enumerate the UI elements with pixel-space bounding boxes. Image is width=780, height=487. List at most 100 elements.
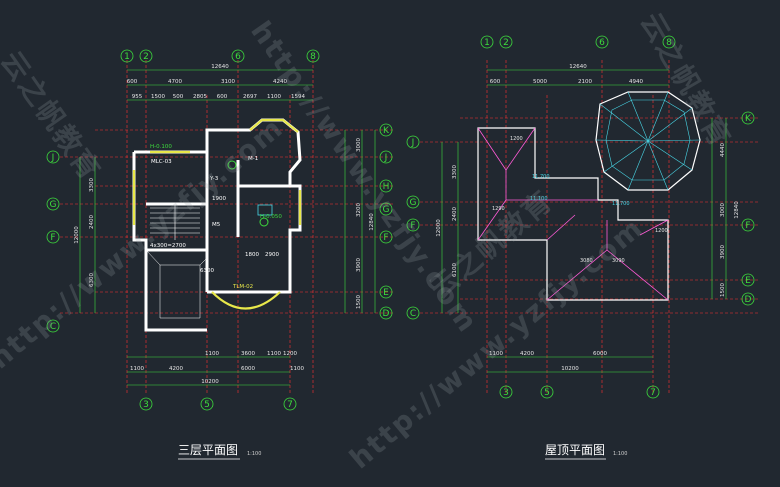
r-rdim-3: 3900 <box>720 245 726 259</box>
room-label-8: M-1 <box>248 156 258 162</box>
left-top3-h: 1594 <box>291 94 305 100</box>
r-bottom1-b: 4200 <box>520 351 534 357</box>
watermark-brand-3: 云之帆教育 <box>634 7 738 153</box>
left-plan-title: 三层平面图 <box>178 443 238 457</box>
left-top3-g: 1100 <box>267 94 281 100</box>
r-rdim-2: 3000 <box>720 203 726 217</box>
right-axis-top-4: 8 <box>666 38 672 48</box>
left-vdim-2: 2400 <box>89 215 95 229</box>
right-vdim-4: 1500 <box>356 295 362 309</box>
left-axis-bottom-3: 7 <box>287 400 293 410</box>
left-top3-d: 2805 <box>193 94 207 100</box>
left-top2-c: 3100 <box>221 79 235 85</box>
roof-label-2: 11.700 <box>532 174 550 180</box>
right-axis-right-1: K <box>745 114 752 124</box>
left-top3-c: 500 <box>173 94 184 100</box>
left-bottom2-b: 4200 <box>169 366 183 372</box>
room-label-1: MLC-03 <box>151 159 172 165</box>
right-axis-right-4: D <box>745 295 752 305</box>
left-axis-bottom-1: 3 <box>143 400 149 410</box>
right-plan-scale: 1:100 <box>613 451 627 457</box>
room-label-9: 1900 <box>212 196 226 202</box>
left-axis-right-4: G <box>383 205 390 215</box>
room-label-6: H-0.050 <box>260 214 282 220</box>
watermark-layer: http://www.yzfjy.com 云之帆教育 云之帆教育 云之帆教育 h… <box>0 7 738 475</box>
r-bottom1-a: 1100 <box>489 351 503 357</box>
left-plan-scale: 1:100 <box>247 451 261 457</box>
left-vdim-4: 12000 <box>74 226 80 244</box>
r-top-overall: 12640 <box>569 64 587 70</box>
r-top2-d: 4940 <box>629 79 643 85</box>
right-axis-labels: 1 2 6 8 3 5 7 J G F C K F E D <box>410 38 753 398</box>
right-dimension-text: 12640 600 5000 2100 4940 1100 4200 6000 … <box>489 64 643 372</box>
r-rdim-4: 1500 <box>720 283 726 297</box>
left-bottom1-b: 3600 <box>241 351 255 357</box>
r-rdim-1: 4440 <box>720 143 726 157</box>
left-bottom1-d: 1200 <box>283 351 297 357</box>
left-top2-b: 4700 <box>168 79 182 85</box>
right-axis-left-3: F <box>410 221 415 231</box>
roof-plan: 1 2 6 8 3 5 7 J G F C K F E D 12640 600 … <box>406 35 760 460</box>
tower-roof <box>595 91 701 191</box>
left-axis-labels: 1 2 6 8 3 5 7 J G F C K J H G F E D <box>50 52 391 410</box>
left-axis-left-3: F <box>50 233 55 243</box>
r-ldim-4: 12000 <box>436 219 442 237</box>
room-label-4: 4x300=2700 <box>150 243 186 249</box>
staircase <box>150 204 200 240</box>
left-axis-right-3: H <box>383 182 390 192</box>
left-bottom2-c: 6000 <box>241 366 255 372</box>
roof-label-6: 3080 <box>580 258 593 264</box>
left-room-labels: MLC-03 H-0.100 M5 4x300=2700 TLM-02 H-0.… <box>150 144 282 290</box>
right-axis-top-1: 1 <box>484 38 490 48</box>
roof-label-4: 11.700 <box>612 201 630 207</box>
r-bottom-overall: 10200 <box>561 366 579 372</box>
right-axis-left-2: G <box>410 198 417 208</box>
watermark-brand-1: 云之帆教育 <box>0 45 107 187</box>
left-axis-left-4: C <box>50 322 56 332</box>
r-ldim-2: 2400 <box>452 207 458 221</box>
room-label-11: 2900 <box>265 252 279 258</box>
left-vertical-dims: 3300 2400 6300 12000 3000 3200 3900 1500… <box>74 138 375 309</box>
left-top3-f: 2697 <box>243 94 257 100</box>
left-axis-top-4: 8 <box>310 52 316 62</box>
left-axis-top-1: 1 <box>124 52 130 62</box>
room-label-2: H-0.100 <box>150 144 172 150</box>
right-axis-left-4: C <box>410 309 416 319</box>
left-axis-left-1: J <box>51 153 55 163</box>
room-label-10: 1800 <box>245 252 259 258</box>
left-bottom2-a: 1100 <box>130 366 144 372</box>
r-bottom1-c: 6000 <box>593 351 607 357</box>
roof-ridges <box>477 127 669 301</box>
r-top2-c: 2100 <box>578 79 592 85</box>
left-axis-right-6: E <box>383 288 389 298</box>
right-axis-top-2: 2 <box>503 38 509 48</box>
right-axis-grid <box>420 60 760 395</box>
right-axis-bubbles <box>406 35 755 399</box>
left-vdim-1: 3300 <box>89 178 95 192</box>
room-label-5: TLM-02 <box>232 284 253 290</box>
roof-label-3: 11.100 <box>530 196 548 202</box>
right-vdim-total: 12840 <box>369 213 375 231</box>
right-axis-bottom-1: 3 <box>503 388 509 398</box>
room-label-12: 6300 <box>200 268 214 274</box>
roof-labels: 1200 11.700 11.100 11.700 1290 3080 3090… <box>492 136 668 264</box>
right-plan-title: 屋顶平面图 <box>545 443 605 457</box>
right-dimension-lines <box>441 69 727 373</box>
left-bottom-overall: 10200 <box>201 379 219 385</box>
left-dimension-text: 12640 600 4700 3100 4240 955 1500 500 28… <box>127 64 306 385</box>
right-axis-right-3: E <box>745 276 751 286</box>
left-axis-bubbles <box>46 49 393 411</box>
right-axis-right-2: F <box>745 221 750 231</box>
left-axis-bottom-2: 5 <box>204 400 210 410</box>
left-axis-left-2: G <box>50 200 57 210</box>
right-vdim-3: 3900 <box>356 258 362 272</box>
watermark-site-2: http://www.yzfjy.com <box>0 111 290 376</box>
left-top3-a: 955 <box>132 94 143 100</box>
r-rdim-total: 12840 <box>734 201 740 219</box>
roof-label-8: 1200 <box>655 228 668 234</box>
left-axis-right-2: J <box>384 153 388 163</box>
left-bottom1-a: 1100 <box>205 351 219 357</box>
left-top3-e: 600 <box>217 94 228 100</box>
left-axis-top-3: 6 <box>235 52 241 62</box>
right-axis-top-3: 6 <box>599 38 605 48</box>
